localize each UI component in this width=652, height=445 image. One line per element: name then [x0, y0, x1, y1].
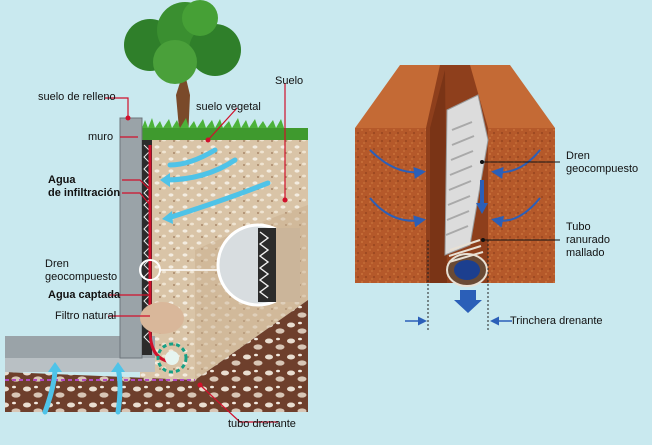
natural-filter: [140, 302, 184, 334]
pointer-lines-left: [105, 83, 286, 423]
label-tubo-drenante: tubo drenante: [228, 418, 296, 430]
label-agua-infiltracion: Agua de infiltración: [48, 174, 121, 199]
label-suelo: Suelo: [275, 75, 304, 87]
geocomposite-drain: [142, 140, 152, 355]
pointer-lines-right: [482, 161, 560, 241]
water-arrows-right: [369, 149, 541, 228]
label-dren-geocompuesto-left: Dren geocompuesto: [45, 258, 118, 283]
grass-layer: [140, 128, 308, 140]
outflow-arrow: [454, 290, 482, 313]
label-suelo-vegetal: suelo vegetal: [196, 101, 261, 113]
label-trinchera: Trinchera drenante: [510, 315, 603, 327]
foundation-slab: [5, 336, 155, 358]
label-dren-geocompuesto-right: Dren geocompuesto: [566, 150, 639, 175]
rocky-ground: [5, 300, 308, 412]
label-filtro-natural: Filtro natural: [55, 310, 117, 322]
label-tubo-ranurado: Tubo ranurado mallado: [566, 221, 611, 259]
trench-block: [355, 65, 555, 287]
label-muro: muro: [88, 131, 114, 143]
label-agua-captada: Agua captada: [48, 289, 121, 301]
drain-pipe: [156, 342, 188, 374]
label-suelo-relleno: suelo de relleno: [38, 91, 116, 103]
wall: [119, 117, 143, 359]
